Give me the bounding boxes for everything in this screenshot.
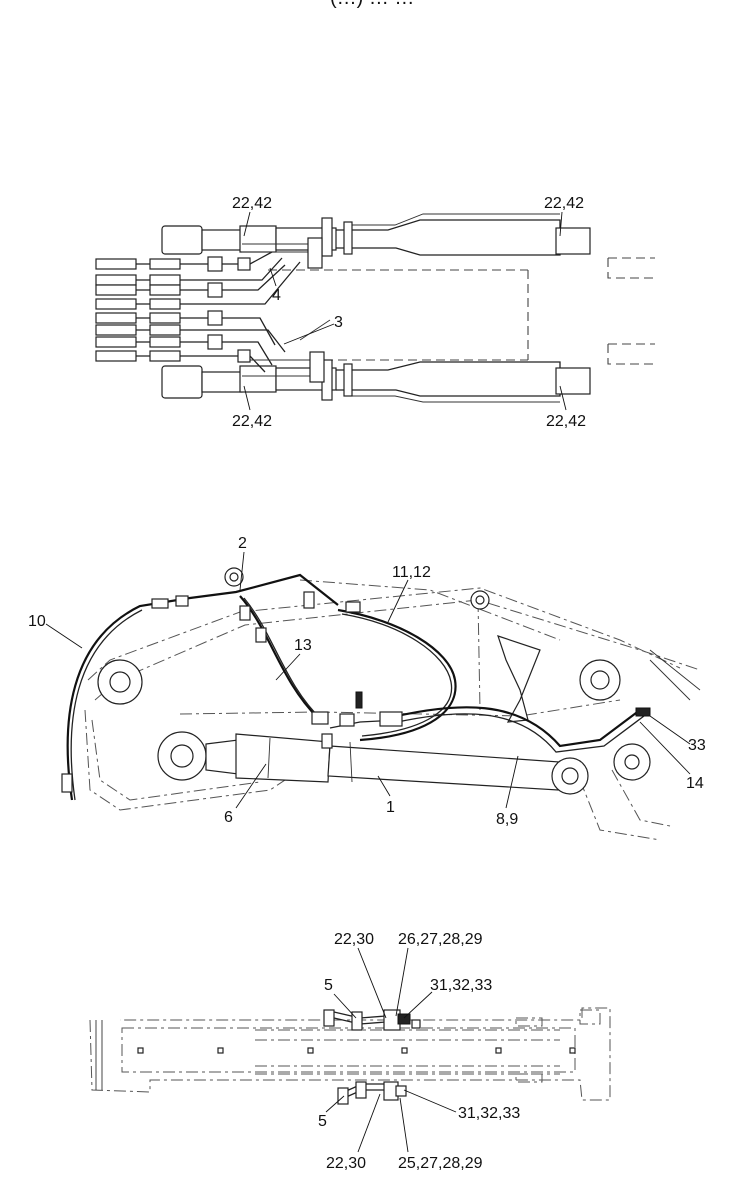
callout-22-42-top-right: 22,42 xyxy=(544,195,584,237)
boom-pin-right xyxy=(579,659,621,701)
callout-2: 2 xyxy=(238,535,247,591)
callout-22-30-bottom: 22,30 xyxy=(326,1093,381,1172)
callout-label: 13 xyxy=(294,637,312,654)
callout-31-32-33-top: 31,32,33 xyxy=(403,977,492,1019)
callout-label: 25,27,28,29 xyxy=(398,1155,483,1172)
bottom-view: 22,30 26,27,28,29 5 31,32,33 5 31,32,33 … xyxy=(89,931,611,1172)
callout-label: 22,42 xyxy=(546,413,586,430)
callout-11-12: 11,12 xyxy=(387,564,431,623)
callout-label: 22,42 xyxy=(544,195,584,212)
callout-label: 1 xyxy=(386,799,395,816)
callout-14: 14 xyxy=(639,721,704,792)
callout-22-42-bottom-left: 22,42 xyxy=(232,385,272,430)
lifting-eye-right xyxy=(470,590,490,610)
callout-5-top: 5 xyxy=(324,977,357,1019)
callout-label: 11,12 xyxy=(392,564,431,581)
callout-31-32-33-bottom: 31,32,33 xyxy=(403,1089,520,1122)
callout-label: 6 xyxy=(224,809,233,826)
callout-label: 4 xyxy=(272,287,281,304)
callout-22-42-top-left: 22,42 xyxy=(232,195,272,237)
callout-25-27-28-29: 25,27,28,29 xyxy=(398,1097,483,1172)
callout-label: 22,30 xyxy=(326,1155,366,1172)
callout-4: 4 xyxy=(269,267,281,304)
callout-label: 22,42 xyxy=(232,413,272,430)
callout-10: 10 xyxy=(28,613,83,649)
callout-label: 10 xyxy=(28,613,46,630)
arm-cylinder xyxy=(157,731,589,795)
hose-fittings-side xyxy=(61,591,651,793)
callout-26-27-28-29: 26,27,28,29 xyxy=(395,931,483,1017)
hose-fittings-top xyxy=(95,237,325,383)
lower-hose-assembly xyxy=(337,1081,407,1105)
callout-22-42-bottom-right: 22,42 xyxy=(546,385,586,430)
callout-label: 31,32,33 xyxy=(458,1105,520,1122)
hose-lines-side xyxy=(66,573,645,801)
callout-8-9: 8,9 xyxy=(496,755,519,828)
callout-label: 2 xyxy=(238,535,247,552)
callout-22-30-top: 22,30 xyxy=(334,931,387,1019)
bucket-pin xyxy=(613,743,651,781)
callout-6: 6 xyxy=(224,763,267,826)
callout-label: 33 xyxy=(688,737,706,754)
callout-33-side: 33 xyxy=(649,715,706,754)
arm-plan-outline xyxy=(89,1007,611,1101)
callout-label: 5 xyxy=(318,1113,327,1130)
boom-bracket xyxy=(497,635,541,723)
callout-13: 13 xyxy=(275,637,312,681)
callout-1: 1 xyxy=(377,775,395,816)
callout-label: 8,9 xyxy=(496,811,518,828)
cropped-title-text: (…) … … xyxy=(330,0,414,9)
callout-label: 26,27,28,29 xyxy=(398,931,483,948)
callout-label: 22,30 xyxy=(334,931,374,948)
upper-boom-cylinder xyxy=(161,213,591,257)
callout-label: 5 xyxy=(324,977,333,994)
callout-3: 3 xyxy=(283,314,343,345)
callout-label: 14 xyxy=(686,775,704,792)
top-view: 22,42 22,42 4 3 22,42 22,42 xyxy=(95,195,655,430)
callout-label: 31,32,33 xyxy=(430,977,492,994)
callout-5-bottom: 5 xyxy=(318,1095,345,1130)
lifting-eye-left xyxy=(224,567,244,587)
boom-pin-left xyxy=(97,659,143,705)
callout-label: 22,42 xyxy=(232,195,272,212)
lower-boom-cylinder xyxy=(161,359,591,403)
side-view: 2 11,12 10 13 33 14 6 1 xyxy=(28,535,706,841)
callout-label: 3 xyxy=(334,314,343,331)
bolt-marks xyxy=(137,1047,576,1054)
